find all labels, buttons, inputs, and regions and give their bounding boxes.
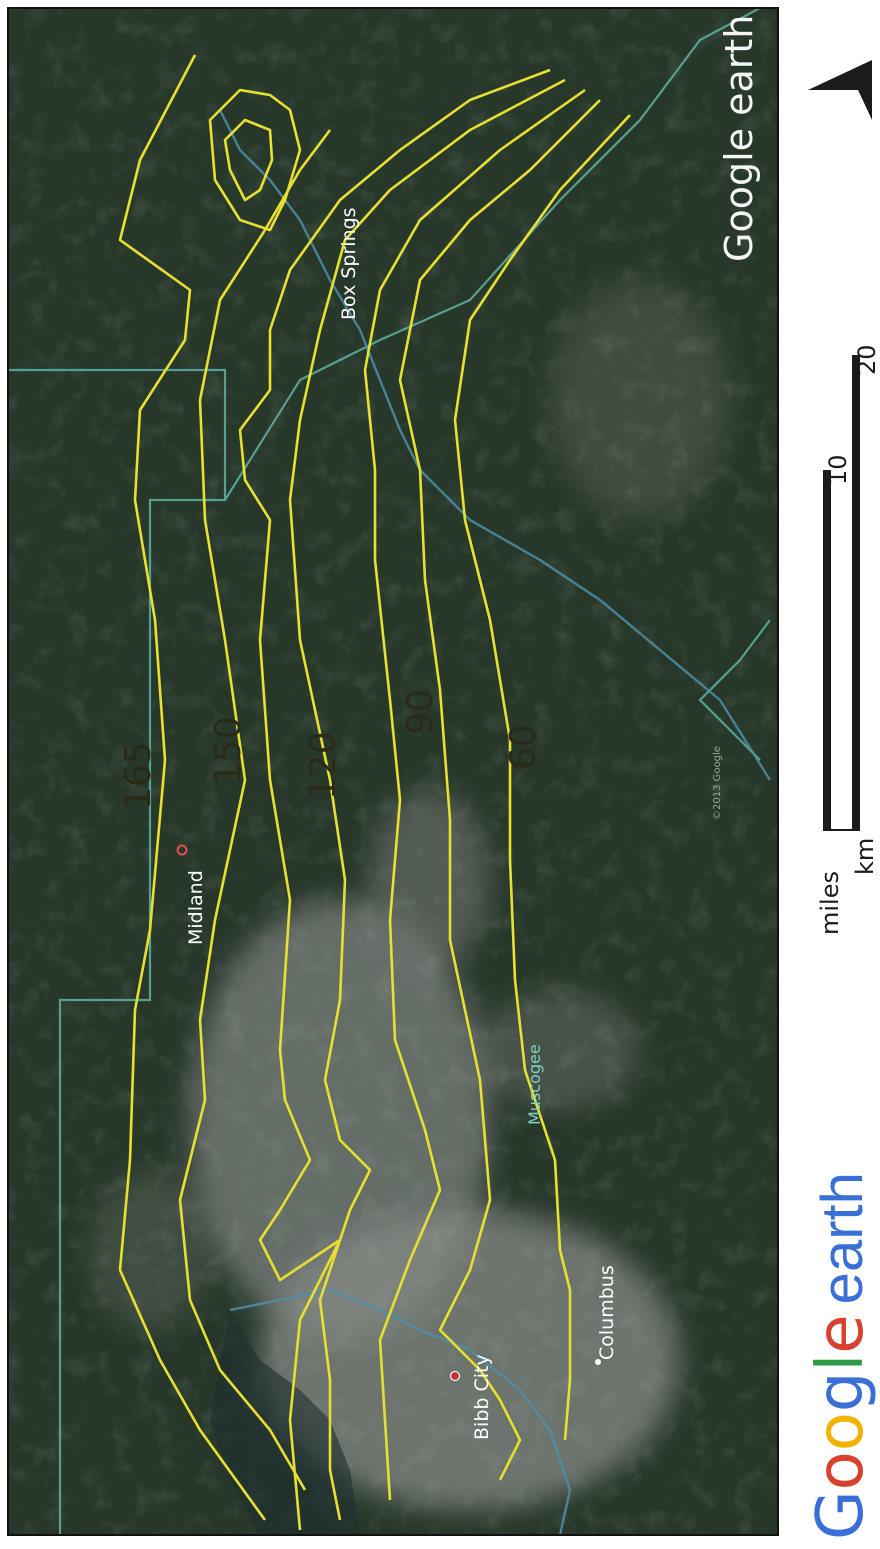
contour-loop-inner <box>223 118 274 202</box>
place-label-bibb-city: Bibb City <box>471 1354 493 1440</box>
place-label-muscogee: Muscogee <box>525 1044 544 1125</box>
contour-150 <box>178 129 332 1491</box>
place-label-columbus: Columbus <box>596 1265 618 1360</box>
scale-tick-20: 20 <box>853 344 880 375</box>
contour-165 <box>118 54 267 1521</box>
satellite-map: 165 150 120 90 60 Midland Box Springs Bi… <box>8 8 778 1535</box>
google-earth-logo: Googleearth <box>804 1172 878 1540</box>
county-boundaries <box>8 8 771 1535</box>
google-earth-watermark: Google earth <box>717 15 761 262</box>
contour-label-60: 60 <box>503 724 544 770</box>
contour-label-90: 90 <box>400 689 441 735</box>
reservoir <box>210 1310 360 1535</box>
contour-label-120: 120 <box>303 731 344 800</box>
place-marker <box>595 1359 601 1365</box>
scale-label-km: km <box>851 838 879 875</box>
terrain-texture <box>8 8 778 1535</box>
place-bibb-city: Bibb City <box>449 1354 493 1440</box>
place-marker <box>449 1370 461 1382</box>
place-labels: Midland Box Springs Bibb City Columbus M… <box>176 207 618 1440</box>
contour-60-a <box>398 99 601 1481</box>
scale-tick-10: 10 <box>824 454 852 485</box>
watermark-text: Google earth <box>717 15 761 262</box>
logo-wordmark: Googleearth <box>804 1172 878 1540</box>
place-columbus: Columbus <box>595 1265 618 1365</box>
contour-90-a <box>288 78 566 1521</box>
place-label-box-springs: Box Springs <box>338 207 360 320</box>
contour-label-165: 165 <box>118 741 159 810</box>
place-label-midland: Midland <box>185 870 207 945</box>
scale-bar-miles <box>823 470 831 830</box>
place-midland: Midland <box>176 844 207 945</box>
contour-90-b <box>363 88 586 1501</box>
scale-bar: miles km 10 20 <box>816 344 880 935</box>
scale-label-miles: miles <box>816 871 844 935</box>
place-marker <box>176 844 188 856</box>
scale-bar-km <box>852 355 860 830</box>
contour-150-loop <box>208 88 302 232</box>
contour-lines <box>118 54 631 1531</box>
copyright-label: ©2013 Google <box>712 746 723 820</box>
contour-60-b <box>453 114 631 1441</box>
north-arrow-icon <box>808 60 872 120</box>
contour-label-150: 150 <box>208 716 249 785</box>
contour-labels: 165 150 120 90 60 <box>118 689 544 810</box>
map-frame <box>7 7 779 1536</box>
contour-120 <box>238 68 551 1531</box>
